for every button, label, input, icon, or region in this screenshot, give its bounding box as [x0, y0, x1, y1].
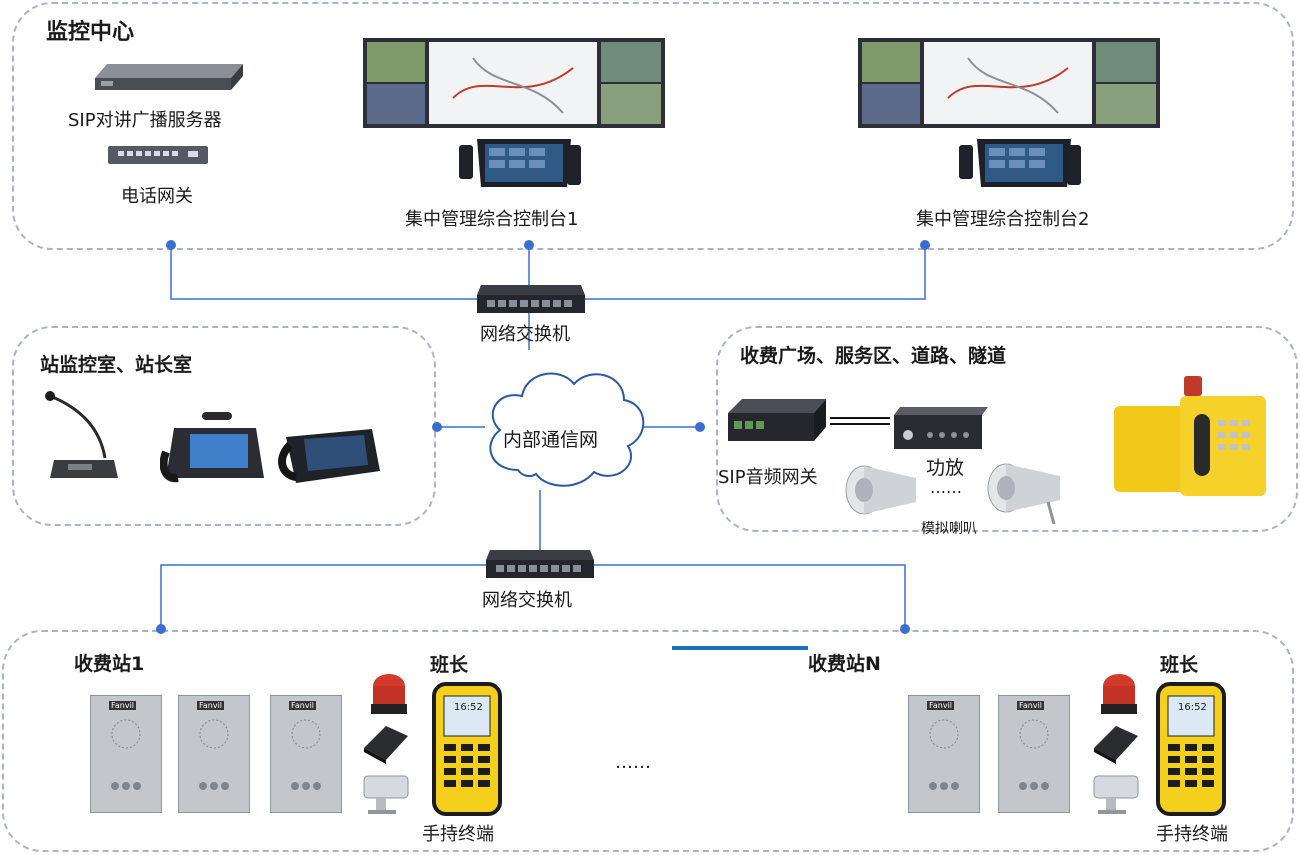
video-phone-icon: [160, 412, 264, 483]
foot-switch-icon: [364, 726, 408, 764]
camera-icon: [1093, 775, 1139, 814]
handheld-terminal-2-icon: [1156, 682, 1226, 816]
camera-icon: [363, 775, 409, 814]
ip-console-icon: [278, 429, 380, 483]
amplifier-label: 功放: [926, 457, 965, 479]
console-1-label: 集中管理综合控制台1: [405, 209, 579, 230]
intercom-grille: [291, 719, 321, 790]
switch-bottom-icon: [486, 550, 594, 578]
intercom-brand: Fanvil: [1017, 701, 1045, 710]
monitor-center-title: 监控中心: [46, 20, 135, 45]
handheld-2-label: 手持终端: [1156, 824, 1228, 845]
sip-server-label: SIP对讲广播服务器: [68, 110, 222, 131]
handheld-terminal-1-icon: [432, 682, 502, 816]
speaker-dots: ……: [930, 478, 962, 497]
foot-switch-icon: [1094, 726, 1138, 764]
speaker-left-icon: [845, 465, 916, 515]
sip-server-icon: [95, 64, 243, 90]
cloud-icon: [489, 372, 645, 487]
intercom-brand: Fanvil: [927, 701, 955, 710]
phone-gateway-icon: [108, 146, 208, 164]
leader-2-label: 班长: [1160, 654, 1199, 676]
handheld-2-time: 16:52: [1178, 702, 1207, 713]
intercom-grille: [1019, 719, 1049, 790]
middle-dots: ……: [615, 752, 651, 773]
switch-top-label: 网络交换机: [480, 324, 570, 345]
intercom-grille: [929, 719, 959, 790]
intercom-panel-2: Fanvil: [178, 695, 250, 813]
switch-bottom-label: 网络交换机: [482, 590, 572, 611]
amplifier-icon: [894, 407, 988, 449]
toll-area-zone: [716, 326, 1298, 532]
console-1-icon: [459, 139, 581, 187]
station-n-title: 收费站N: [808, 653, 881, 675]
cloud-label: 内部通信网: [503, 429, 599, 451]
intercom-grille: [111, 719, 141, 790]
intercom-grille: [199, 719, 229, 790]
gateway-amp-cable: [830, 417, 890, 425]
station-1-title: 收费站1: [74, 653, 145, 675]
leader-1-label: 班长: [430, 654, 469, 676]
video-wall-2: [858, 38, 1160, 128]
analog-speaker-label: 模拟喇叭: [921, 521, 977, 537]
toll-station-zone: [2, 630, 1294, 852]
intercom-brand: Fanvil: [289, 701, 317, 710]
video-wall-1: [363, 38, 665, 128]
intercom-panel-5: Fanvil: [998, 695, 1070, 813]
intercom-panel-3: Fanvil: [270, 695, 342, 813]
switch-top-icon: [477, 285, 585, 313]
sip-audio-gateway-icon: [728, 399, 826, 441]
alarm-light-icon: [1101, 674, 1137, 714]
intercom-panel-4: Fanvil: [908, 695, 980, 813]
handheld-1-label: 手持终端: [422, 824, 494, 845]
alarm-light-icon: [371, 674, 407, 714]
desk-microphone-icon: [45, 391, 118, 478]
monitor-center-zone: [12, 2, 1294, 250]
intercom-brand: Fanvil: [109, 701, 137, 710]
sip-audio-gateway-label: SIP音频网关: [718, 467, 818, 488]
station-room-title: 站监控室、站长室: [40, 354, 193, 376]
intercom-brand: Fanvil: [197, 701, 225, 710]
intercom-panel-1: Fanvil: [90, 695, 162, 813]
emergency-phone-icon: [1114, 376, 1266, 496]
speaker-right-icon: [987, 463, 1060, 524]
console-2-label: 集中管理综合控制台2: [916, 209, 1090, 230]
console-2-icon: [959, 139, 1081, 187]
handheld-1-time: 16:52: [454, 702, 483, 713]
phone-gateway-label: 电话网关: [121, 186, 193, 207]
toll-area-title: 收费广场、服务区、道路、隧道: [740, 345, 1007, 367]
